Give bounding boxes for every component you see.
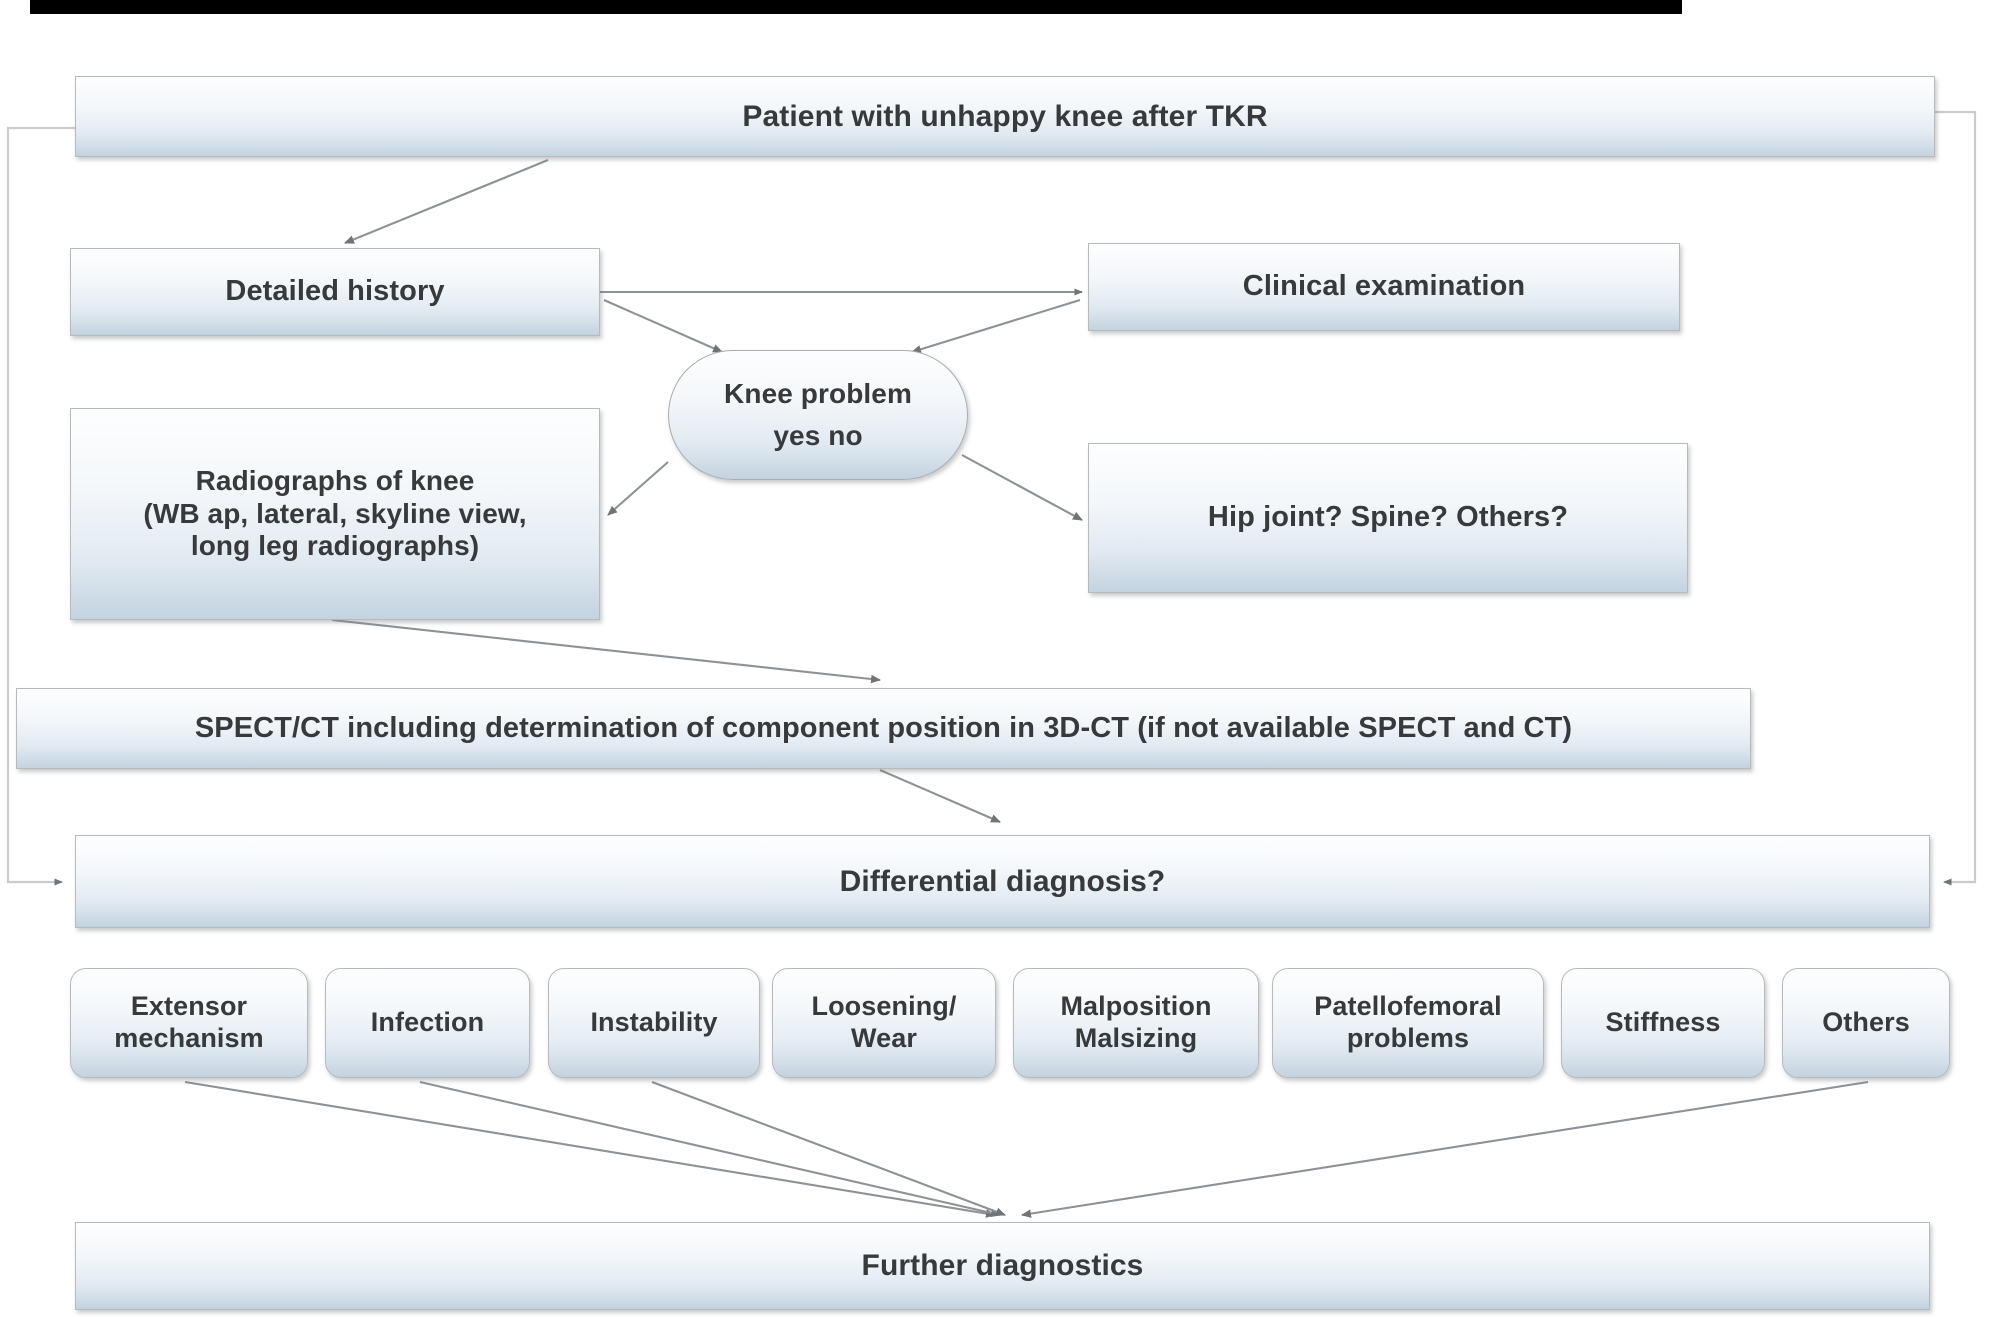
node-knee-problem-decision[interactable]: Knee problem yes no bbox=[668, 350, 968, 480]
node-dx-instability[interactable]: Instability bbox=[548, 968, 760, 1078]
node-further-diagnostics[interactable]: Further diagnostics bbox=[75, 1222, 1930, 1310]
node-differential-diagnosis[interactable]: Differential diagnosis? bbox=[75, 835, 1930, 928]
node-label: Stiffness bbox=[1605, 1007, 1721, 1038]
node-detailed-history[interactable]: Detailed history bbox=[70, 248, 600, 336]
node-label: Patient with unhappy knee after TKR bbox=[742, 99, 1268, 133]
node-clinical-examination[interactable]: Clinical examination bbox=[1088, 243, 1680, 331]
node-spect-ct[interactable]: SPECT/CT including determination of comp… bbox=[16, 688, 1751, 769]
node-label: Clinical examination bbox=[1242, 270, 1526, 303]
node-dx-infection[interactable]: Infection bbox=[325, 968, 530, 1078]
node-label: Infection bbox=[370, 1007, 485, 1038]
node-label: Malposition Malsizing bbox=[1060, 991, 1212, 1053]
node-dx-others[interactable]: Others bbox=[1782, 968, 1950, 1078]
top-black-bar bbox=[30, 0, 1682, 14]
node-label: Radiographs of knee (WB ap, lateral, sky… bbox=[143, 464, 527, 562]
node-patient-unhappy-knee[interactable]: Patient with unhappy knee after TKR bbox=[75, 76, 1935, 157]
node-radiographs-of-knee[interactable]: Radiographs of knee (WB ap, lateral, sky… bbox=[70, 408, 600, 620]
node-label: Knee problem yes no bbox=[724, 378, 912, 451]
node-dx-malposition-malsizing[interactable]: Malposition Malsizing bbox=[1013, 968, 1259, 1078]
node-dx-stiffness[interactable]: Stiffness bbox=[1561, 968, 1765, 1078]
node-label: Further diagnostics bbox=[861, 1249, 1144, 1283]
node-label: Hip joint? Spine? Others? bbox=[1207, 501, 1569, 534]
node-label: Differential diagnosis? bbox=[839, 864, 1166, 898]
node-dx-extensor-mechanism[interactable]: Extensor mechanism bbox=[70, 968, 308, 1078]
node-label: Detailed history bbox=[225, 275, 445, 308]
node-label: SPECT/CT including determination of comp… bbox=[194, 711, 1573, 744]
node-label: Patellofemoral problems bbox=[1314, 991, 1502, 1053]
node-dx-patellofemoral-problems[interactable]: Patellofemoral problems bbox=[1272, 968, 1544, 1078]
node-label: Extensor mechanism bbox=[114, 991, 264, 1053]
node-label: Instability bbox=[590, 1007, 718, 1038]
node-label: Others bbox=[1822, 1007, 1910, 1038]
node-label: Loosening/ Wear bbox=[811, 991, 957, 1053]
node-dx-loosening-wear[interactable]: Loosening/ Wear bbox=[772, 968, 996, 1078]
node-hip-spine-others[interactable]: Hip joint? Spine? Others? bbox=[1088, 443, 1688, 593]
